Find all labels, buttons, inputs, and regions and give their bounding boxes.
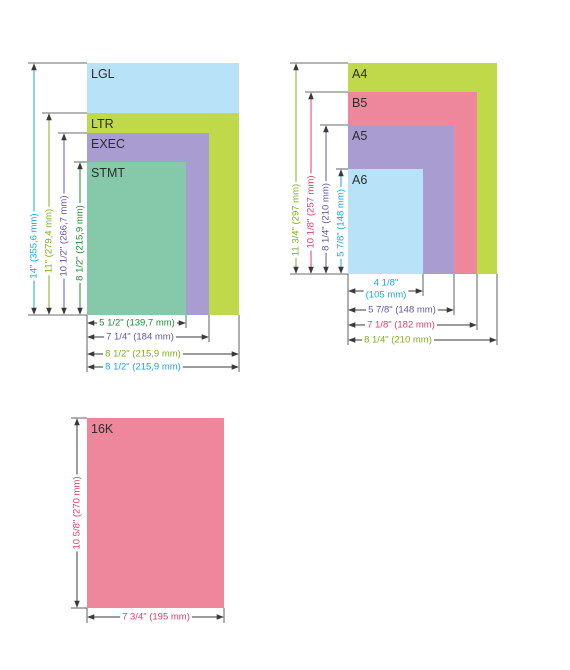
paper-a6 (348, 169, 423, 274)
group-iso-sizes: A4 B5 A5 A6 11 3/4" (297 mm) 10 1/8" (25… (290, 62, 498, 346)
paper-stmt (87, 162, 186, 315)
label-a6: A6 (352, 173, 367, 187)
text-exec-height: 10 1/2" (266,7 mm) (59, 196, 70, 277)
label-background (365, 319, 437, 331)
label-background (71, 474, 83, 552)
extension-lines-group2 (290, 62, 498, 345)
text-lgl-width: 8 1/2" (215,9 mm) (105, 362, 181, 373)
text-a6-width-line1: 4 1/8" (374, 278, 399, 289)
label-background (363, 289, 409, 301)
text-a6-height: 5 7/8" (148 mm) (336, 189, 347, 257)
label-background (58, 193, 70, 279)
group-us-sizes: LGL LTR EXEC STMT 14" (355,6 mm) 11" (27… (28, 62, 240, 373)
paper-16k (87, 418, 224, 608)
label-background (104, 331, 176, 343)
text-b5-height: 10 1/8" (257 mm) (306, 175, 317, 248)
text-a4-width: 8 1/4" (210 mm) (364, 335, 432, 346)
label-background (43, 206, 55, 276)
label-background (28, 211, 40, 281)
text-a4-height: 11 3/4" (297 mm) (291, 184, 302, 256)
label-background (305, 173, 317, 251)
text-16k-width: 7 3/4" (195 mm) (122, 612, 190, 623)
text-a6-width-line2: (105 mm) (366, 290, 407, 301)
label-background (120, 611, 192, 623)
extension-lines-group3 (71, 417, 225, 623)
text-ltr-width: 8 1/2" (215,9 mm) (105, 349, 181, 360)
label-background (366, 304, 438, 316)
text-ltr-height: 11" (279,4 mm) (44, 209, 55, 273)
label-stmt: STMT (91, 166, 125, 180)
label-background (320, 181, 332, 253)
label-b5: B5 (352, 96, 367, 110)
text-a5-height: 8 1/4" (210 mm) (321, 183, 332, 251)
label-background (103, 361, 183, 373)
label-ltr: LTR (91, 117, 114, 131)
text-stmt-height: 8 1/2" (215,9 mm) (75, 205, 86, 281)
label-background (371, 277, 401, 289)
label-background (103, 348, 183, 360)
text-stmt-width: 5 1/2" (139,7 mm) (99, 318, 175, 329)
label-background (362, 334, 434, 346)
text-lgl-height: 14" (355,6 mm) (29, 213, 40, 278)
extension-lines-group1 (28, 62, 240, 372)
label-background (74, 203, 86, 283)
text-a5-width: 5 7/8" (148 mm) (368, 305, 436, 316)
label-exec: EXEC (91, 137, 125, 151)
label-background (97, 317, 177, 329)
label-a4: A4 (352, 67, 367, 81)
text-b5-width: 7 1/8" (182 mm) (367, 320, 435, 331)
label-background (290, 181, 302, 259)
text-exec-width: 7 1/4" (184 mm) (106, 332, 174, 343)
group-16k: 16K 10 5/8" (270 mm) 7 3/4" (195 mm) (71, 417, 225, 623)
text-16k-height: 10 5/8" (270 mm) (72, 476, 83, 549)
label-lgl: LGL (91, 67, 115, 81)
label-background (335, 187, 347, 259)
label-a5: A5 (352, 129, 367, 143)
label-16k: 16K (91, 422, 114, 436)
